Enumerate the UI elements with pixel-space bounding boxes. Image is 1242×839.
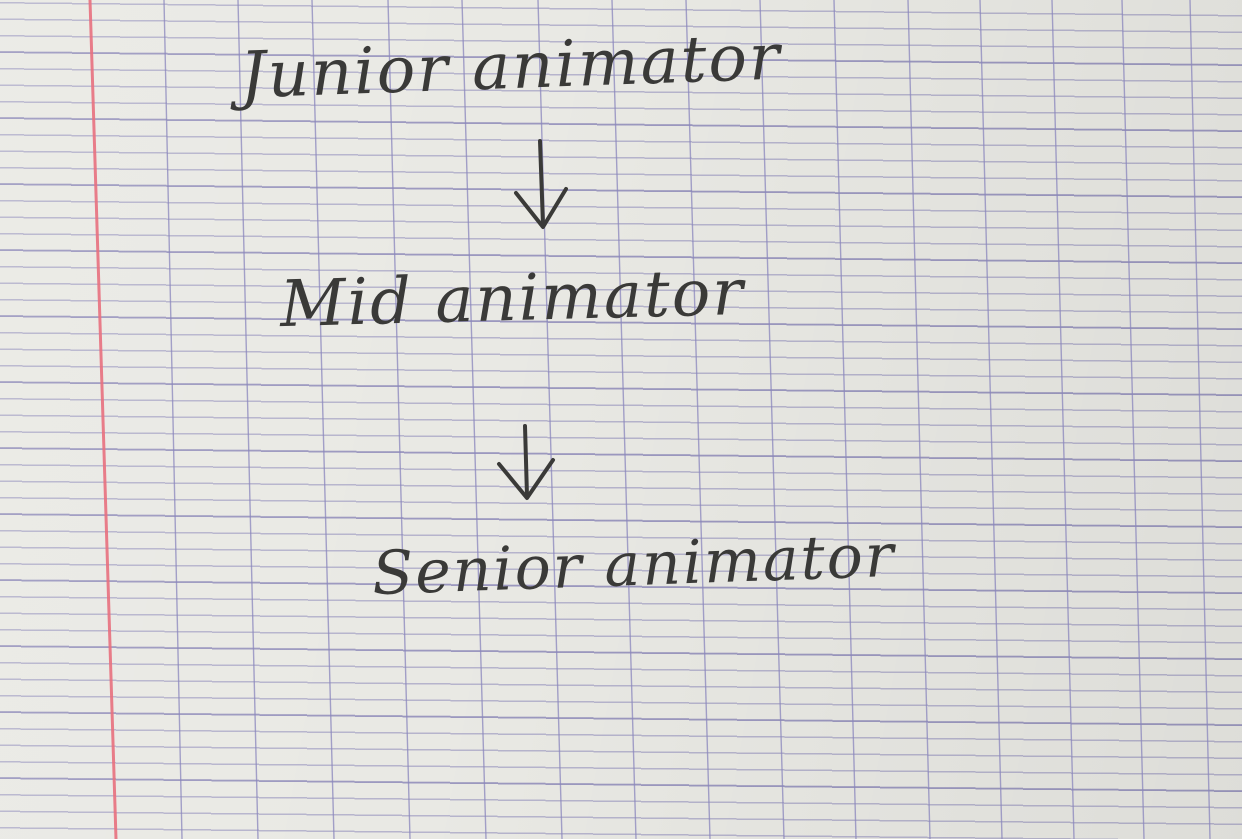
arrow-down-icon <box>497 424 555 500</box>
node-mid-animator: Mid animator <box>279 255 746 343</box>
margin-line <box>88 0 118 839</box>
arrow-down-icon <box>514 139 568 229</box>
